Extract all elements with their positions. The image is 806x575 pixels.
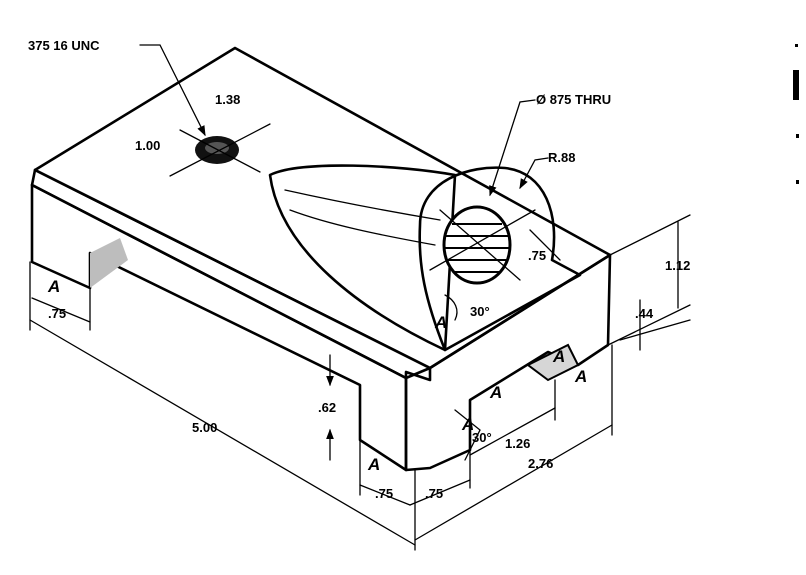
right-slot xyxy=(526,343,580,382)
top-face xyxy=(33,46,612,370)
label-hole-y: 1.00 xyxy=(135,138,160,153)
label-foot-a: .75 xyxy=(375,486,393,501)
left-foot-shadow xyxy=(90,238,128,288)
label-tap: 375 16 UNC xyxy=(28,38,100,53)
bore-hole xyxy=(442,205,512,285)
label-hole-x: 1.38 xyxy=(215,92,240,107)
finish-mark: A xyxy=(434,313,447,332)
label-right-step: .44 xyxy=(635,306,654,321)
label-radius: R.88 xyxy=(548,150,575,165)
finish-mark: A xyxy=(552,347,565,366)
lug xyxy=(418,166,582,352)
label-pocket-depth: .62 xyxy=(318,400,336,415)
finish-mark: A xyxy=(574,367,587,386)
margin-specks xyxy=(793,44,799,184)
tapped-hole xyxy=(169,123,271,177)
label-slot-width: 1.26 xyxy=(505,436,530,451)
label-length: 5.00 xyxy=(192,420,217,435)
finish-marks: A A A A A A A xyxy=(47,277,587,474)
dimension-lines xyxy=(29,44,691,551)
label-foot-left: .75 xyxy=(48,306,66,321)
label-front-chamfer: 30° xyxy=(472,430,492,445)
dimension-labels: 375 16 UNC Ø 875 THRU R.88 1.38 1.00 .75… xyxy=(28,38,690,501)
label-foot-b: .75 xyxy=(425,486,443,501)
label-right-height: 1.12 xyxy=(665,258,690,273)
finish-mark: A xyxy=(367,455,380,474)
finish-mark: A xyxy=(489,383,502,402)
label-width: 2.76 xyxy=(528,456,553,471)
finish-mark: A xyxy=(47,277,60,296)
label-lug-offset: .75 xyxy=(528,248,546,263)
finish-mark: A xyxy=(461,415,474,434)
label-lug-angle: 30° xyxy=(470,304,490,319)
label-bore: Ø 875 THRU xyxy=(536,92,611,107)
